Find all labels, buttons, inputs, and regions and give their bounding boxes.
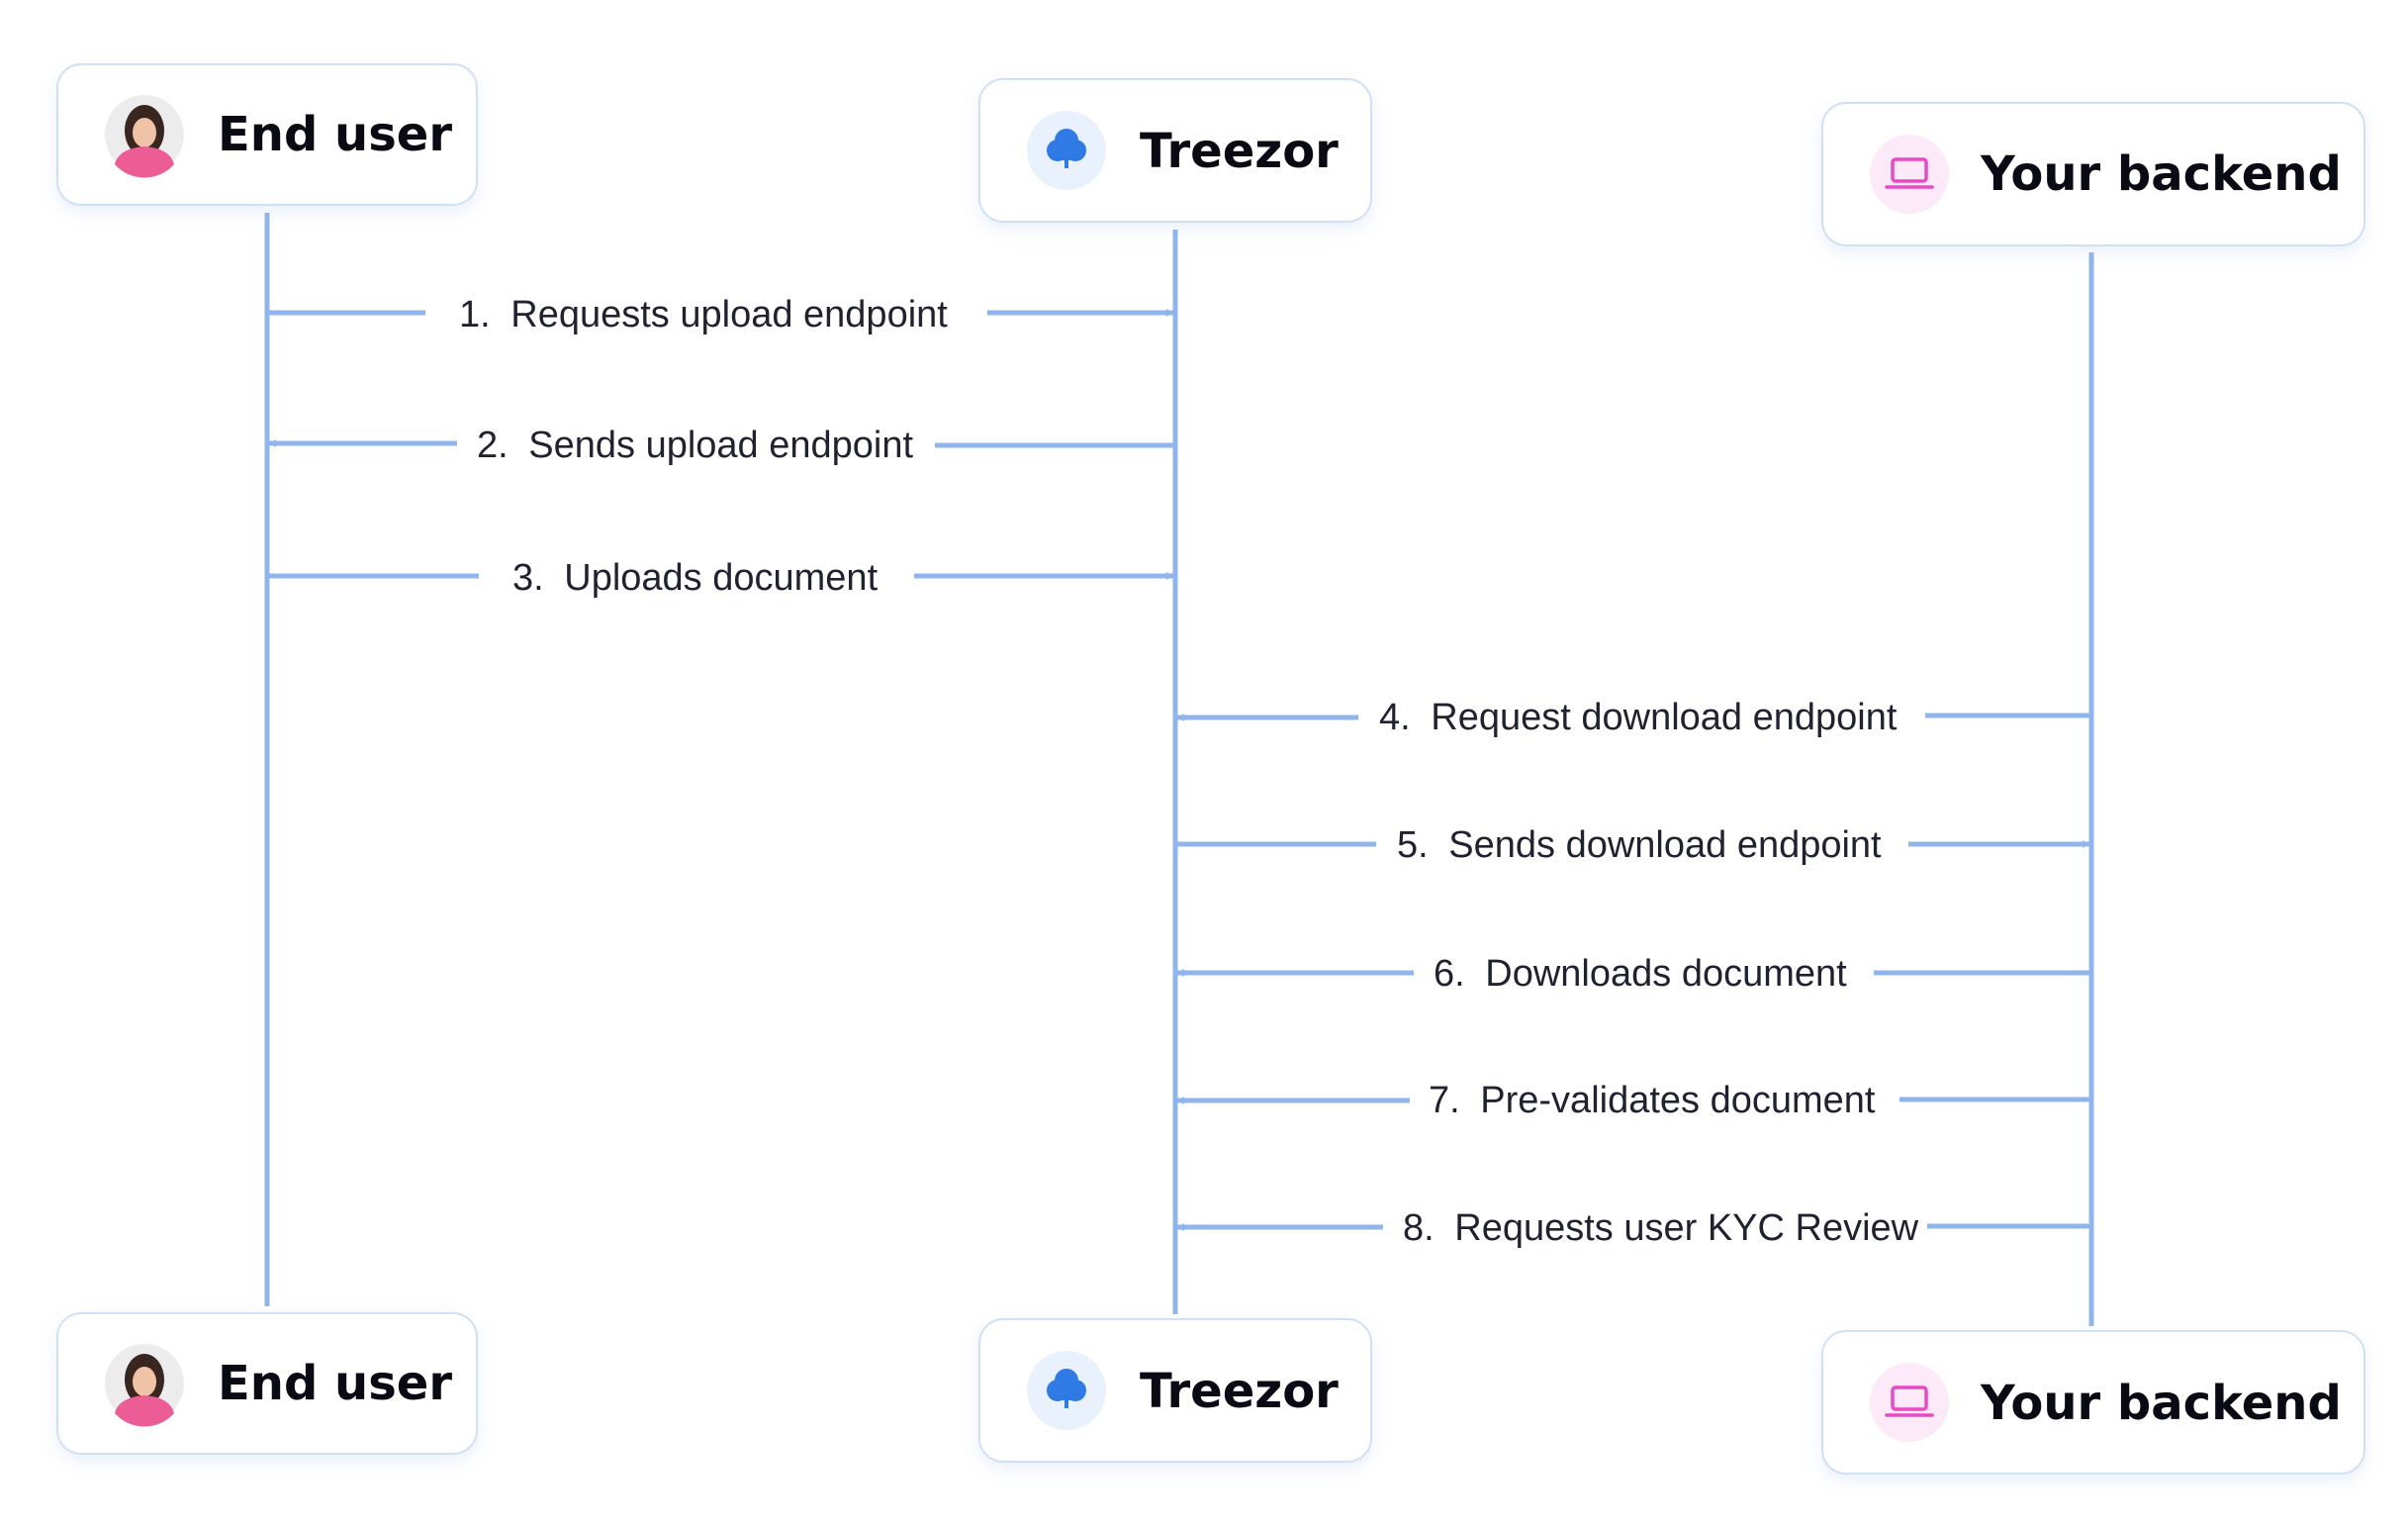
message-number: 5. (1397, 824, 1429, 866)
message-number: 4. (1379, 697, 1411, 738)
message-number: 2. (477, 425, 509, 466)
message-text: Sends upload endpoint (528, 425, 913, 466)
message-5: 5. Sends download endpoint (1175, 824, 2090, 866)
message-label: 7. Pre-validates document (1429, 1080, 1876, 1121)
message-4: 4. Request download endpoint (1176, 697, 2091, 738)
message-1: 1. Requests upload endpoint (267, 294, 1174, 335)
message-label: 8. Requests user KYC Review (1403, 1207, 1919, 1249)
cloud-tree-icon (1027, 111, 1106, 190)
message-text: Pre-validates document (1480, 1080, 1876, 1121)
message-label: 3. Uploads document (512, 557, 879, 599)
message-label: 6. Downloads document (1434, 953, 1847, 995)
actor-name: End user (218, 107, 452, 162)
message-number: 7. (1429, 1080, 1460, 1121)
actor-name: End user (218, 1356, 452, 1411)
avatar-icon (105, 95, 184, 178)
message-number: 3. (512, 557, 544, 599)
message-number: 6. (1434, 953, 1465, 995)
message-text: Request download endpoint (1431, 697, 1898, 738)
actor-name: Treezor (1140, 124, 1339, 179)
actor-name: Your backend (1980, 1376, 2342, 1431)
message-8: 8. Requests user KYC Review (1176, 1207, 2091, 1249)
laptop-icon (1870, 135, 1949, 214)
message-text: Uploads document (564, 557, 878, 599)
avatar-icon (105, 1344, 184, 1427)
actor-box-treezor-bottom: Treezor (978, 1318, 1372, 1463)
message-label: 4. Request download endpoint (1379, 697, 1898, 738)
actor-name: Your backend (1980, 146, 2342, 202)
message-text: Requests upload endpoint (510, 294, 948, 335)
actor-box-backend-top: Your backend (1821, 102, 2365, 246)
message-2: 2. Sends upload endpoint (268, 425, 1175, 466)
actor-box-end-user-bottom: End user (56, 1312, 478, 1455)
message-number: 8. (1403, 1207, 1435, 1249)
message-text: Requests user KYC Review (1454, 1207, 1918, 1249)
actor-box-backend-bottom: Your backend (1821, 1330, 2365, 1475)
message-6: 6. Downloads document (1176, 953, 2091, 995)
message-3: 3. Uploads document (267, 557, 1174, 599)
message-label: 1. Requests upload endpoint (459, 294, 948, 335)
message-7: 7. Pre-validates document (1176, 1080, 2091, 1121)
actor-name: Treezor (1140, 1364, 1339, 1419)
cloud-tree-icon (1027, 1351, 1106, 1430)
message-text: Sends download endpoint (1448, 824, 1882, 866)
message-label: 5. Sends download endpoint (1397, 824, 1882, 866)
message-label: 2. Sends upload endpoint (477, 425, 913, 466)
message-text: Downloads document (1485, 953, 1847, 995)
actor-box-treezor-top: Treezor (978, 78, 1372, 223)
message-number: 1. (459, 294, 491, 335)
actor-box-end-user-top: End user (56, 63, 478, 206)
laptop-icon (1870, 1363, 1949, 1442)
